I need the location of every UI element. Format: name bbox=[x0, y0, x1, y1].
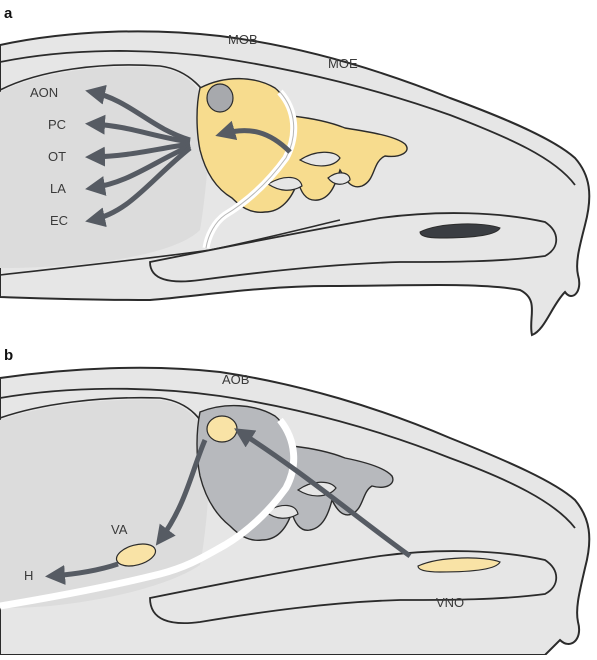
panel-b: b AOB VA H VNO bbox=[0, 347, 589, 655]
panel-a-mob-spot bbox=[207, 84, 233, 112]
label-target-4: LA bbox=[50, 181, 66, 196]
label-aob: AOB bbox=[222, 372, 249, 387]
panel-b-letter: b bbox=[4, 347, 13, 364]
panel-a-letter: a bbox=[4, 5, 13, 22]
label-target-3: OT bbox=[48, 149, 66, 164]
label-target-2: PC bbox=[48, 117, 66, 132]
panel-a: a MOB MOE AON bbox=[0, 5, 589, 335]
label-va: VA bbox=[111, 522, 128, 537]
label-moe: MOE bbox=[328, 56, 358, 71]
label-h: H bbox=[24, 568, 33, 583]
panel-b-aob-spot bbox=[207, 416, 237, 442]
label-target-5: EC bbox=[50, 213, 68, 228]
label-target-1: AON bbox=[30, 85, 58, 100]
label-vno: VNO bbox=[436, 595, 464, 610]
label-mob: MOB bbox=[228, 32, 258, 47]
